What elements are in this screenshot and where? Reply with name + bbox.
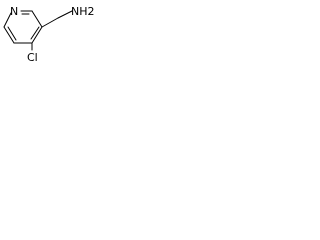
ring-bond-c2-c3 bbox=[3, 26, 15, 44]
ring-double-bond-inner-1 bbox=[7, 26, 17, 41]
chlorine-label: Cl bbox=[27, 51, 38, 64]
structure-svg: N NH2 Cl bbox=[3, 5, 94, 64]
ring-double-bond-inner-2 bbox=[30, 26, 40, 40]
amine-bond bbox=[57, 10, 73, 19]
molecule-diagram: N NH2 Cl bbox=[0, 0, 94, 65]
ch2-bond bbox=[41, 17, 59, 28]
ring-nitrogen-label: N bbox=[10, 5, 18, 18]
ring-bond-c4-c5 bbox=[31, 26, 43, 44]
ring-bond-n-c2 bbox=[3, 12, 12, 28]
ring-bond-c5-c6 bbox=[31, 10, 43, 28]
amine-label: NH2 bbox=[71, 5, 94, 18]
